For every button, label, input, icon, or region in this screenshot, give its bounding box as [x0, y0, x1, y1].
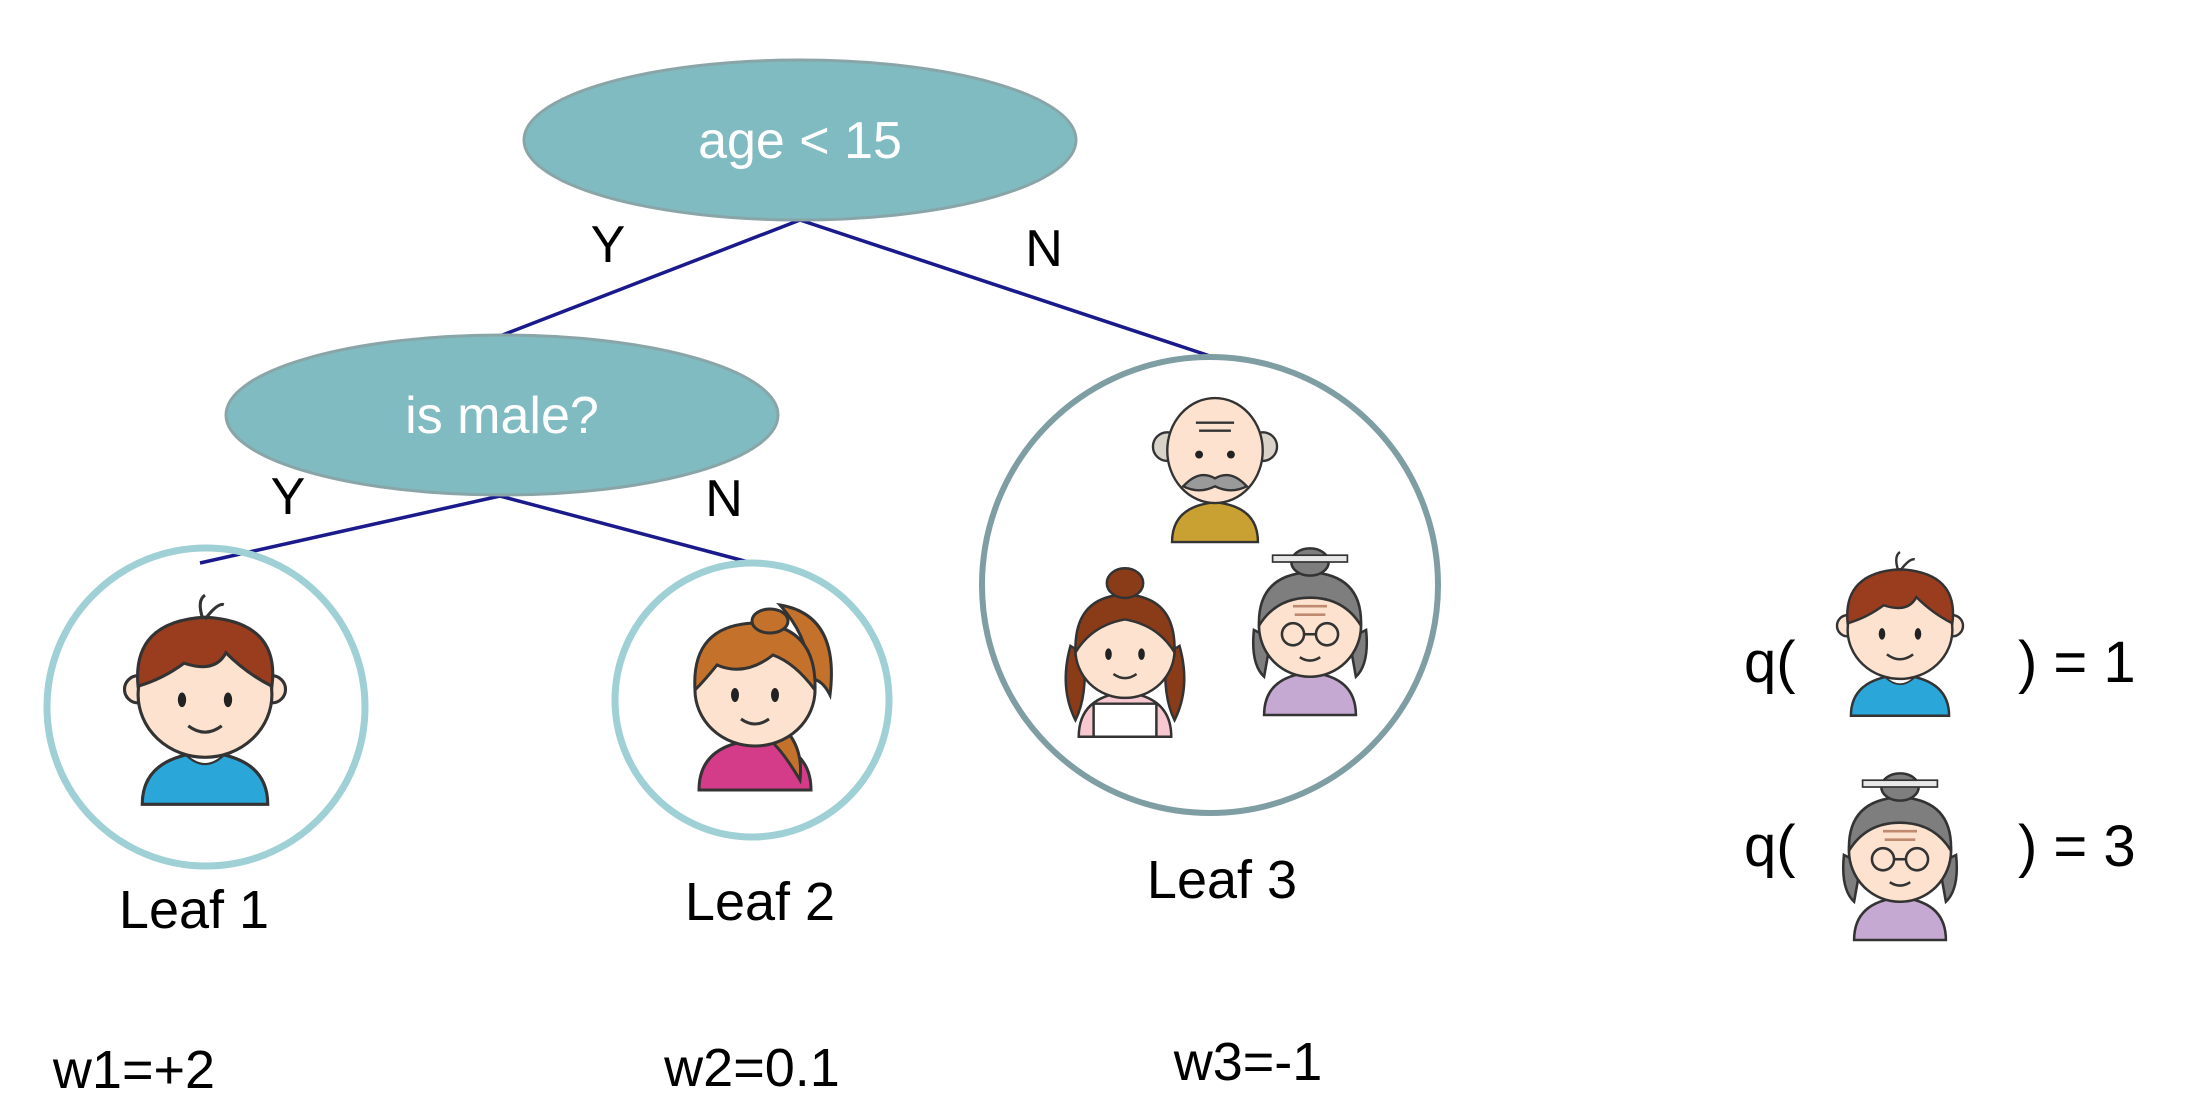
- child-node: is male?: [224, 333, 780, 497]
- mapping-1-prefix: q(: [1744, 630, 1796, 695]
- leaf-2-label: Leaf 2: [685, 872, 835, 932]
- woman-icon: [1064, 566, 1186, 739]
- leaf-1-weight: w1=+2: [52, 1040, 215, 1096]
- child-yes-label: Y: [271, 468, 306, 526]
- root-no-label: N: [1025, 220, 1063, 278]
- mapping-2-prefix: q(: [1744, 814, 1796, 879]
- leaf-3: [979, 354, 1441, 816]
- root-node: age < 15: [522, 58, 1078, 222]
- edge-root-no: [799, 218, 1211, 358]
- root-yes-label: Y: [591, 216, 626, 274]
- mapping-row-1: q( ) = 1: [1744, 550, 2136, 718]
- mapping-row-2: q( ) = 3: [1744, 772, 2136, 942]
- child-node-label: is male?: [405, 387, 599, 445]
- boy-icon: [122, 593, 288, 807]
- boy-icon: [1835, 550, 1965, 718]
- edge-child-no: [499, 494, 753, 565]
- root-node-label: age < 15: [698, 112, 902, 170]
- leaf-2-weight: w2=0.1: [663, 1038, 840, 1096]
- leaf-3-label: Leaf 3: [1147, 850, 1297, 910]
- grandma-icon: [1251, 547, 1369, 717]
- leaf-1: [43, 544, 369, 870]
- leaf-2: [611, 559, 893, 841]
- mapping-1-suffix: ) = 1: [2018, 630, 2136, 695]
- edge-root-yes: [499, 218, 801, 338]
- grandma-icon: [1841, 772, 1959, 942]
- child-no-label: N: [705, 470, 743, 528]
- leaf-3-weight: w3=-1: [1173, 1032, 1323, 1092]
- girl-icon: [693, 603, 834, 792]
- mapping-2-suffix: ) = 3: [2018, 814, 2136, 879]
- leaf-1-label: Leaf 1: [119, 880, 269, 940]
- grandpa-icon: [1151, 396, 1279, 544]
